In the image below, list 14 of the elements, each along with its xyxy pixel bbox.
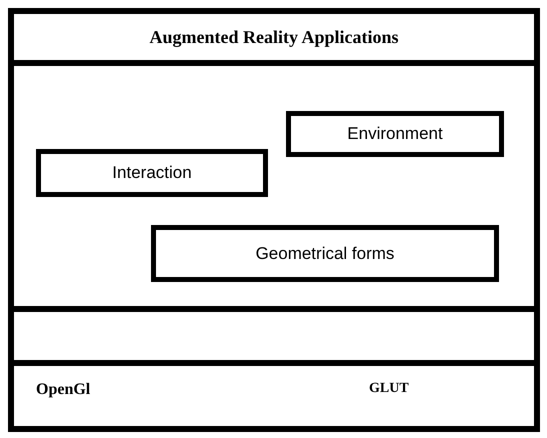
library-band	[11, 309, 537, 363]
component-label: Geometrical forms	[256, 242, 394, 265]
library-band	[11, 363, 537, 429]
component-label: Environment	[347, 123, 443, 146]
component-box	[36, 149, 268, 197]
title-band	[11, 11, 537, 63]
heading-text: Augmented Reality Applications	[149, 26, 398, 49]
outer-frame	[8, 8, 540, 432]
component-box	[151, 225, 499, 282]
library-label: GLUT	[369, 380, 409, 398]
library-label: OpenGl	[36, 380, 90, 400]
applications-panel	[11, 63, 537, 309]
component-label: Interaction	[112, 162, 192, 184]
component-box	[286, 111, 504, 157]
